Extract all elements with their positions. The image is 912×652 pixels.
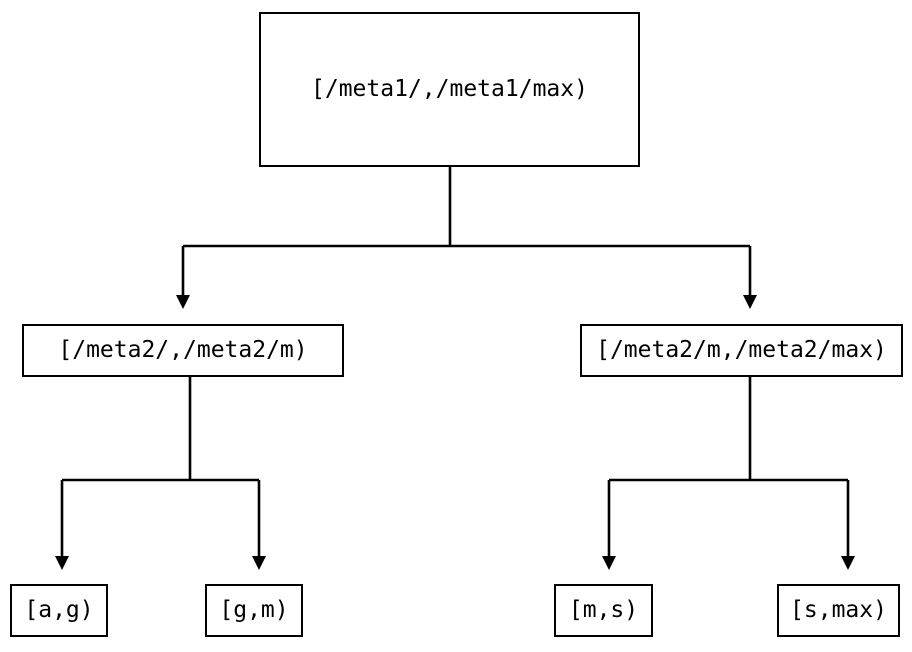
arrowhead-icon bbox=[176, 295, 190, 309]
node-leaf-4-label: [s,max) bbox=[790, 597, 887, 623]
node-leaf-2[interactable]: [g,m) bbox=[205, 584, 303, 637]
node-leaf-2-label: [g,m) bbox=[219, 597, 289, 623]
node-level2-right[interactable]: [/meta2/m,/meta2/max) bbox=[580, 324, 903, 377]
edge-level2-left-to-leaves bbox=[55, 377, 266, 570]
node-leaf-1[interactable]: [a,g) bbox=[10, 584, 108, 637]
arrowhead-icon bbox=[841, 556, 855, 570]
node-leaf-3-label: [m,s) bbox=[568, 597, 639, 623]
arrowhead-icon bbox=[252, 556, 266, 570]
node-level2-right-label: [/meta2/m,/meta2/max) bbox=[596, 337, 887, 363]
edge-root-to-level2 bbox=[176, 167, 757, 309]
node-leaf-3[interactable]: [m,s) bbox=[554, 584, 653, 637]
node-leaf-1-label: [a,g) bbox=[24, 597, 94, 623]
node-level2-left[interactable]: [/meta2/,/meta2/m) bbox=[22, 324, 344, 377]
arrowhead-icon bbox=[55, 556, 69, 570]
edge-level2-right-to-leaves bbox=[602, 377, 855, 570]
arrowhead-icon bbox=[602, 556, 616, 570]
node-root-label: [/meta1/,/meta1/max) bbox=[311, 76, 588, 102]
node-leaf-4[interactable]: [s,max) bbox=[777, 584, 900, 637]
node-root[interactable]: [/meta1/,/meta1/max) bbox=[259, 12, 640, 167]
node-level2-left-label: [/meta2/,/meta2/m) bbox=[58, 337, 308, 363]
arrowhead-icon bbox=[743, 295, 757, 309]
